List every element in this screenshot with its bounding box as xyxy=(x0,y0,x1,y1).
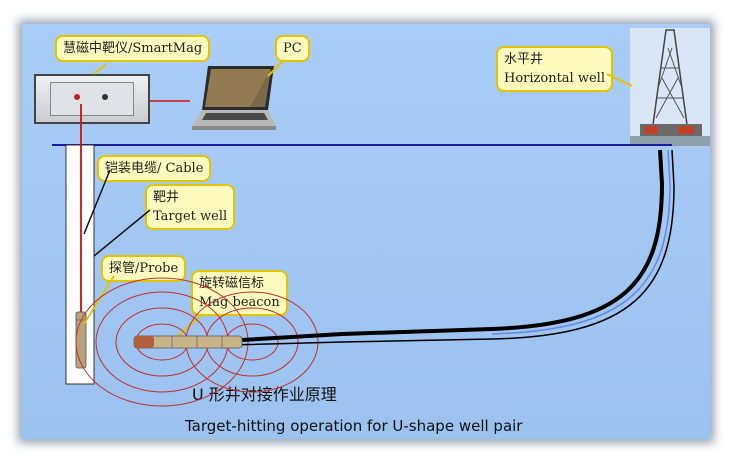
diagram-panel: 慧磁中靶仪/SmartMag PC 水平井 Horizontal well 铠装… xyxy=(22,24,710,439)
horizontal-well-label-cn: 水平井 xyxy=(504,52,544,67)
diagram-lines xyxy=(52,59,675,407)
magnetic-field-lines xyxy=(75,277,319,407)
horizontal-well-bore xyxy=(191,149,675,347)
diagram-title-en: Target-hitting operation for U-shape wel… xyxy=(185,417,523,435)
cable-label-text: 铠装电缆/ Cable xyxy=(105,161,204,176)
device-front-panel xyxy=(50,82,134,116)
pc-label-text: PC xyxy=(283,41,302,56)
cable-label: 铠装电缆/ Cable xyxy=(97,155,212,182)
smartmag-label-text: 慧磁中靶仪/SmartMag xyxy=(63,41,203,56)
drilling-rig-icon xyxy=(630,28,710,146)
horizontal-well-pointer xyxy=(606,73,633,87)
target-well-pointer xyxy=(93,209,151,257)
probe-label: 探管/Probe xyxy=(101,255,187,282)
target-well-label-en: Target well xyxy=(153,209,228,224)
horizontal-well-path xyxy=(241,149,665,342)
smartmag-label: 慧磁中靶仪/SmartMag xyxy=(55,35,211,62)
mag-beacon-label-cn: 旋转磁信标 xyxy=(199,276,265,291)
probe-pointer xyxy=(83,275,115,325)
target-well-label: 靶井 Target well xyxy=(145,184,236,230)
pc-label: PC xyxy=(275,35,310,62)
horizontal-well-label-en: Horizontal well xyxy=(504,71,605,86)
laptop-icon xyxy=(192,66,276,130)
smartmag-pointer xyxy=(93,63,107,75)
smartmag-device-icon xyxy=(34,74,150,124)
device-indicator xyxy=(74,94,80,100)
diagram-title-cn: U 形井对接作业原理 xyxy=(192,385,337,404)
target-well-label-cn: 靶井 xyxy=(153,190,180,205)
device-indicator xyxy=(102,94,108,100)
pc-pointer xyxy=(267,59,285,77)
cable-pointer xyxy=(83,169,111,235)
horizontal-well-label: 水平井 Horizontal well xyxy=(496,46,613,92)
probe-label-text: 探管/Probe xyxy=(109,261,179,276)
